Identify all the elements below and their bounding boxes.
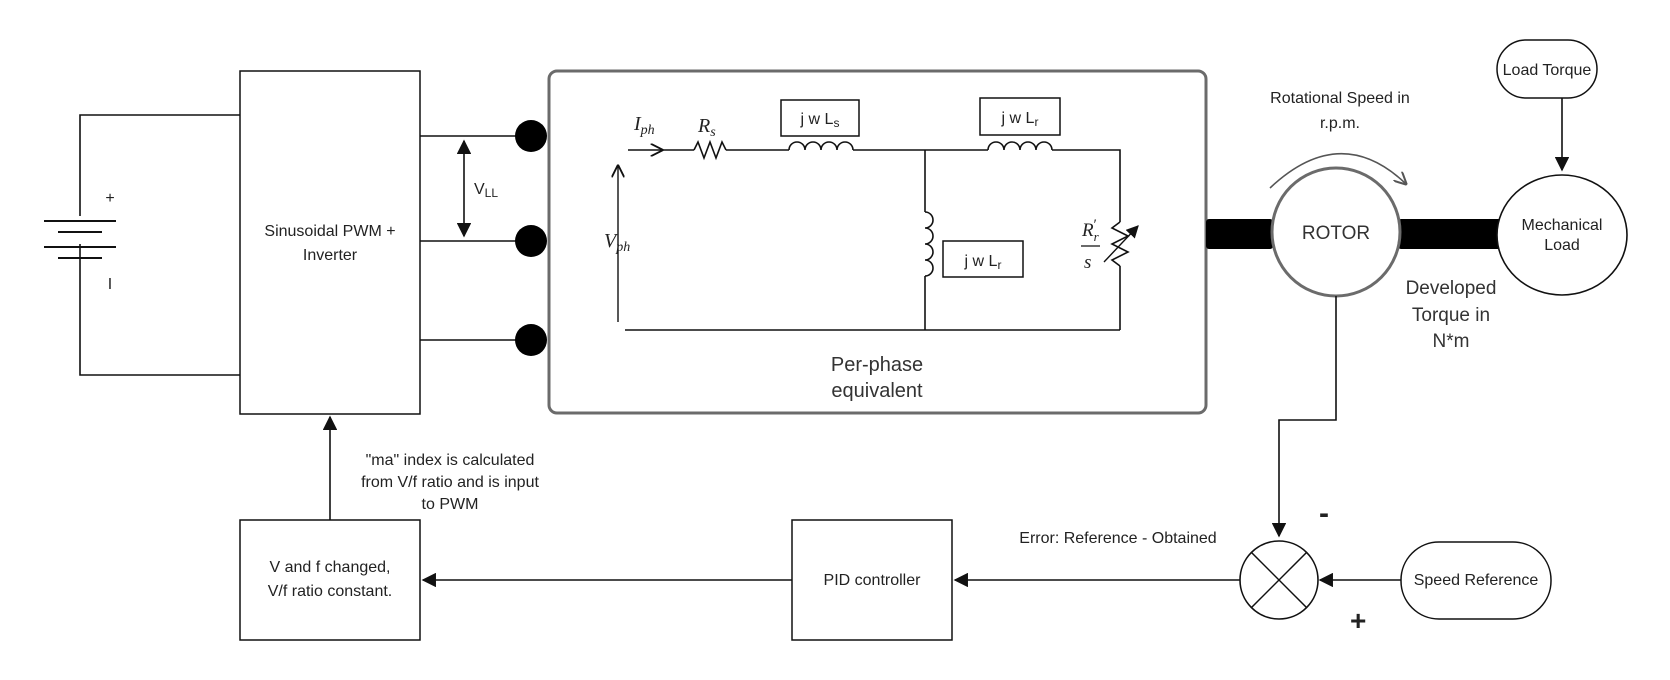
inverter-block: Sinusoidal PWM + Inverter: [239, 70, 421, 415]
battery-bottom-wire: [79, 260, 240, 376]
vf-control-line1: V and f changed,: [270, 559, 391, 576]
inverter-label-line1: Sinusoidal PWM +: [264, 223, 395, 240]
rr-variable-resistor: [1110, 221, 1130, 267]
jwlr-top-sub: r: [1034, 115, 1038, 129]
vf-control-box: [239, 519, 421, 641]
developed-torque-line3: N*m: [1433, 331, 1470, 352]
developed-torque-line1: Developed: [1406, 278, 1497, 299]
rr-prime: ′: [1093, 217, 1097, 233]
dc-battery: + I: [44, 114, 240, 376]
rr-sub: r: [1094, 229, 1100, 244]
equivalent-caption-line2: equivalent: [831, 380, 923, 402]
mechanical-load-circle: [1496, 174, 1628, 296]
vf-control-line2: V/f ratio constant.: [268, 583, 393, 600]
terminal-c: [515, 324, 547, 356]
summing-cross-2: [1250, 551, 1308, 609]
error-label: Error: Reference - Obtained: [1019, 530, 1216, 547]
vph-sub: ph: [615, 240, 630, 255]
summing-minus-sign: -: [1319, 497, 1329, 530]
jwlr-mid-sub: r: [997, 258, 1001, 272]
vll-main: V: [474, 181, 485, 198]
iph-main: I: [633, 113, 642, 135]
ma-note-line1: "ma" index is calculated: [366, 452, 535, 469]
mechanical-load-group: Load Torque Mechanical Load: [1496, 39, 1628, 296]
mechanical-load-line1: Mechanical: [1522, 217, 1603, 234]
three-phase-output: VLL: [420, 120, 547, 356]
vll-label: VLL: [474, 181, 498, 200]
rr-main: R: [1081, 220, 1094, 241]
shunt-inductor: [924, 211, 934, 277]
summing-plus-sign: +: [1350, 605, 1366, 636]
inverter-box: [239, 70, 421, 415]
jwlr-top-box: [979, 97, 1061, 136]
rr-numerator: Rr′: [1081, 217, 1100, 244]
rotation-arrow: [1269, 152, 1405, 189]
rs-main: R: [697, 115, 710, 137]
shaft-right: [1398, 219, 1508, 249]
vph-label: Vph: [604, 230, 630, 255]
summing-junction: - +: [1239, 497, 1366, 636]
rotational-speed-line1: Rotational Speed in: [1270, 90, 1410, 107]
iph-sub: ph: [640, 123, 655, 138]
mechanical-load-line2: Load: [1544, 237, 1580, 254]
ma-note-line2: from V/f ratio and is input: [361, 474, 539, 491]
terminal-a: [515, 120, 547, 152]
rotational-speed-line2: r.p.m.: [1320, 115, 1360, 132]
lr-inductor-top: [987, 141, 1053, 151]
equivalent-caption-line1: Per-phase: [831, 354, 923, 376]
ma-note-line3: to PWM: [422, 496, 479, 513]
rs-resistor: [693, 139, 727, 161]
battery-plus-sign: +: [105, 190, 114, 207]
jwlr-mid-main: j w L: [964, 253, 998, 270]
jwlr-top-label: j w Lr: [1001, 110, 1039, 129]
vll-sub: LL: [485, 186, 499, 200]
load-torque-box: [1496, 39, 1598, 99]
load-torque-label: Load Torque: [1503, 62, 1592, 79]
vph-main: V: [604, 230, 619, 252]
rs-label: Rs: [697, 115, 716, 140]
jwls-sub: s: [833, 116, 839, 130]
inverter-label-line2: Inverter: [303, 247, 358, 264]
speed-reference-label: Speed Reference: [1414, 572, 1539, 589]
rotor-label: ROTOR: [1302, 223, 1370, 244]
battery-top-wire: [79, 114, 240, 190]
jwls-box: [780, 99, 860, 137]
jwls-main: j w L: [800, 111, 834, 128]
jwlr-mid-box: [942, 240, 1024, 278]
rs-sub: s: [710, 125, 716, 140]
jwlr-top-main: j w L: [1001, 110, 1035, 127]
rotor-block: ROTOR Rotational Speed in r.p.m.: [1269, 90, 1410, 298]
jwlr-mid-label: j w Lr: [964, 253, 1002, 272]
pid-controller-label: PID controller: [824, 572, 922, 589]
shaft-left: [1206, 219, 1273, 249]
rr-denominator: s: [1084, 252, 1091, 273]
battery-minus-sign: I: [108, 276, 112, 293]
rr-variable-arrow: [1103, 225, 1139, 263]
speed-feedback-line: [1271, 296, 1337, 538]
ls-inductor: [788, 141, 854, 151]
iph-label: Iph: [633, 113, 655, 138]
per-phase-equivalent: Iph Rs j w Ls j w Lr Rr′ s j w Lr: [547, 69, 1208, 415]
jwls-label: j w Ls: [800, 111, 840, 130]
terminal-b: [515, 225, 547, 257]
developed-torque-line2: Torque in: [1412, 305, 1490, 326]
top-wire-right: [1052, 149, 1121, 222]
